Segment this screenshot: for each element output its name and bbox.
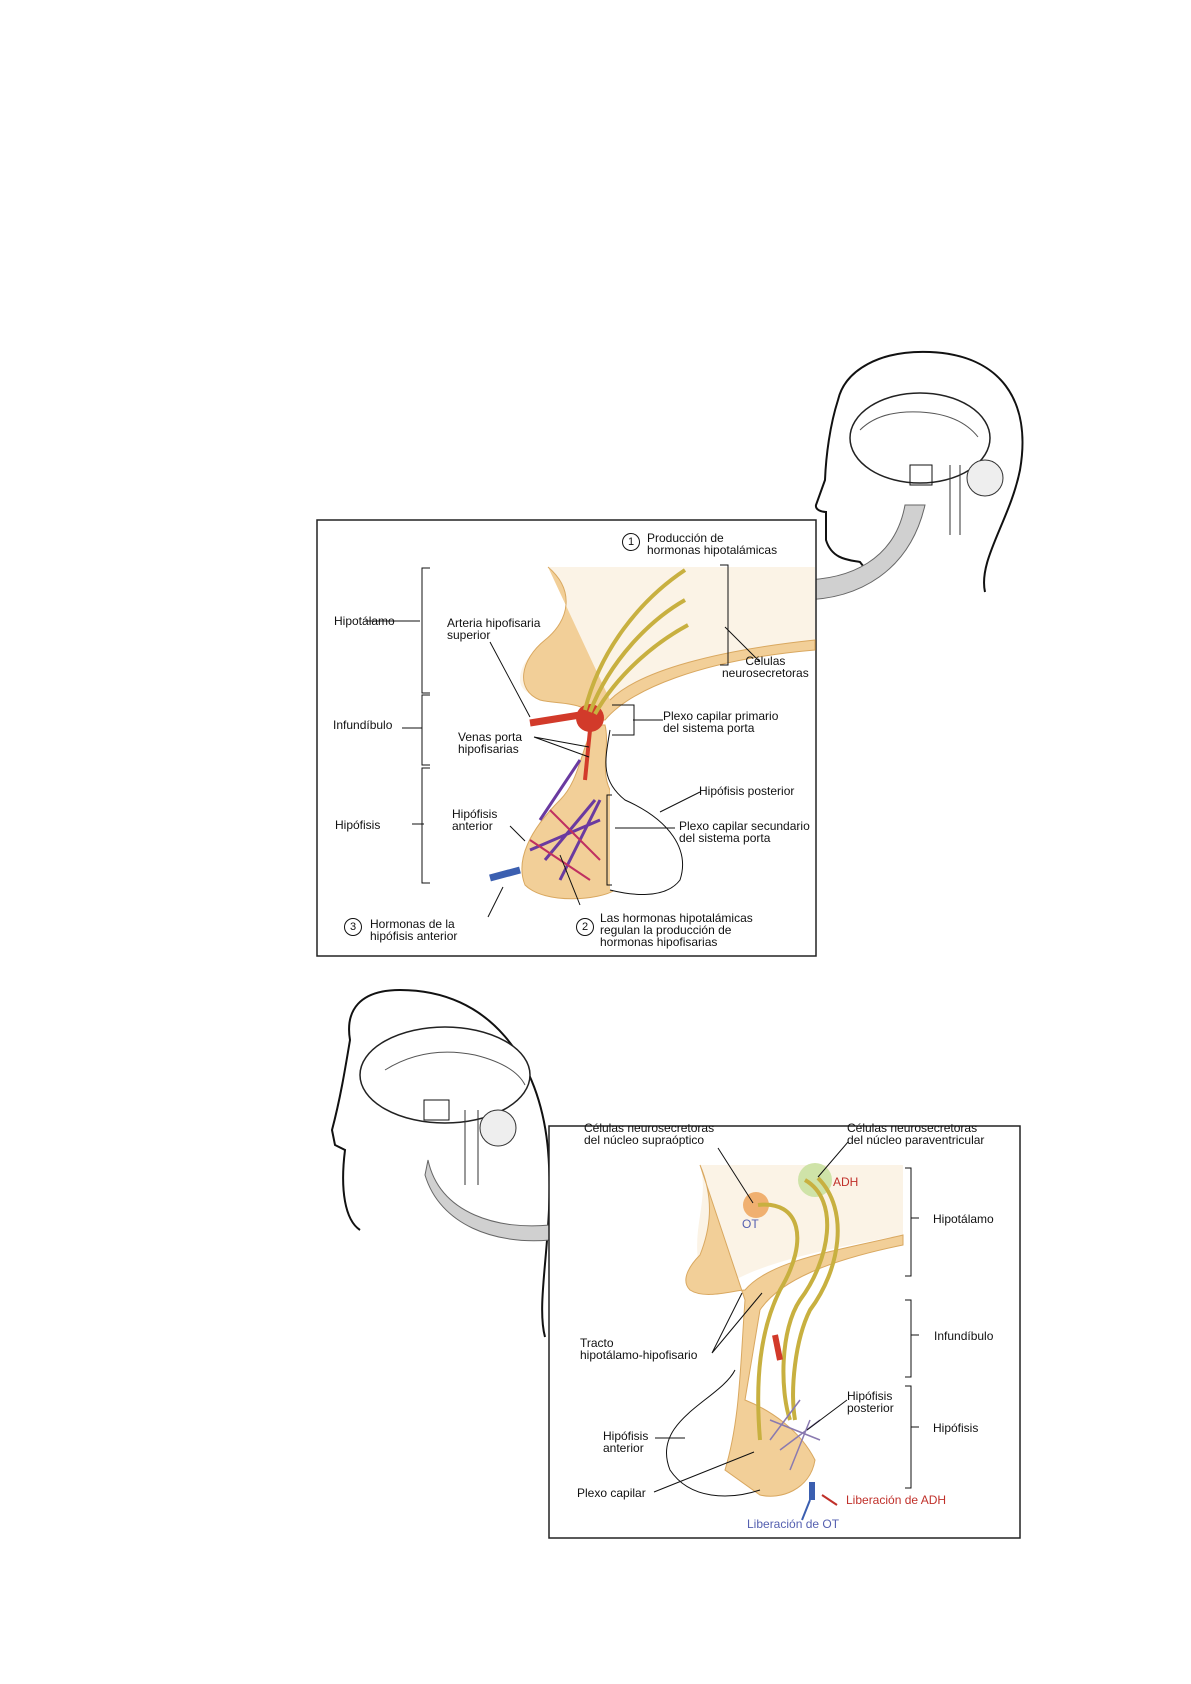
step-3-badge: 3 (344, 918, 362, 936)
brain-icon-bottom (359, 1026, 531, 1185)
label-liberacion-adh: Liberación de ADH (846, 1493, 947, 1507)
label-hipofisis-2: Hipófisis (933, 1421, 979, 1435)
figure1-anatomy (365, 564, 816, 918)
label-hipofisis-posterior: Hipófisis posterior (699, 784, 795, 798)
label-liberacion-ot: Liberación de OT (747, 1517, 840, 1531)
head-silhouette-top (814, 350, 1024, 593)
label-adh: ADH (833, 1175, 859, 1189)
step-2-badge: 2 (576, 918, 594, 936)
label-hipotalamo-2: Hipotálamo (933, 1212, 994, 1226)
step-1-badge: 1 (622, 533, 640, 551)
label-plexo-capilar: Plexo capilar (577, 1486, 646, 1500)
brain-icon-top (849, 392, 1004, 535)
label-hipotalamo: Hipotálamo (334, 614, 395, 628)
figure2-anatomy (653, 1141, 919, 1521)
label-infundibulo-2: Infundíbulo (934, 1329, 994, 1343)
label-infundibulo: Infundíbulo (333, 718, 393, 732)
label-ot: OT (742, 1217, 759, 1231)
label-hipofisis: Hipófisis (335, 818, 381, 832)
